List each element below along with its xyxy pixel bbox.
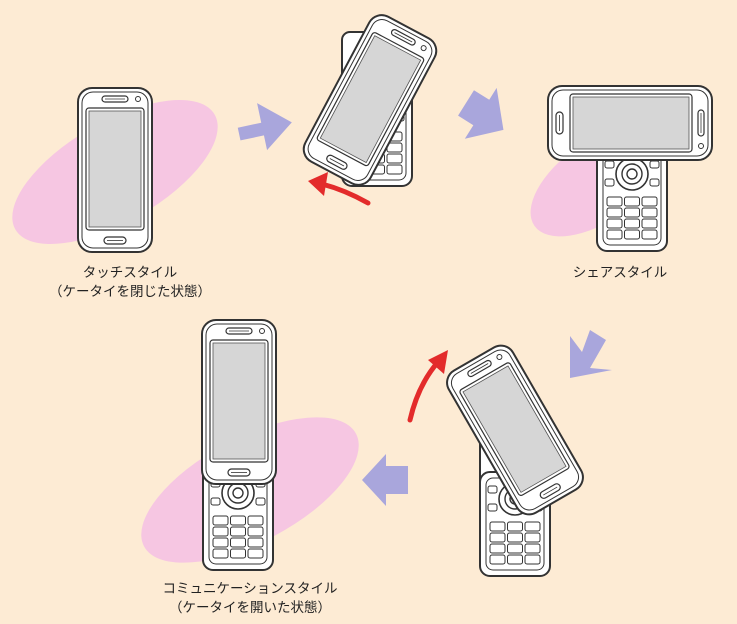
rotation-arrow-icon [407, 359, 441, 423]
phone-touch-style [77, 87, 153, 253]
caption-touch-style: タッチスタイル （ケータイを閉じた状態） [40, 264, 220, 302]
step-arrow-icon [458, 87, 504, 139]
step-arrow-icon [237, 103, 292, 151]
caption-touch-style-line1: タッチスタイル [82, 265, 178, 281]
rotation-arrow-icon [308, 172, 328, 196]
caption-communication-style-line2: （ケータイを開いた状態） [169, 600, 331, 616]
rotation-arrow-icon [428, 350, 448, 374]
phone-rotating-top [297, 9, 443, 191]
caption-share-style-line1: シェアスタイル [572, 265, 668, 281]
caption-communication-style: コミュニケーションスタイル （ケータイを開いた状態） [150, 580, 350, 618]
phone-communication-style [201, 319, 277, 571]
caption-touch-style-line2: （ケータイを閉じた状態） [49, 284, 211, 300]
rotation-arrows [308, 172, 448, 423]
caption-share-style: シェアスタイル [540, 264, 700, 283]
phone-rotating-bottom [440, 339, 590, 577]
rotation-arrow-icon [319, 181, 371, 206]
caption-communication-style-line1: コミュニケーションスタイル [162, 581, 338, 597]
step-arrows [237, 87, 612, 506]
step-arrow-icon [570, 330, 612, 378]
step-arrow-icon [362, 454, 408, 506]
